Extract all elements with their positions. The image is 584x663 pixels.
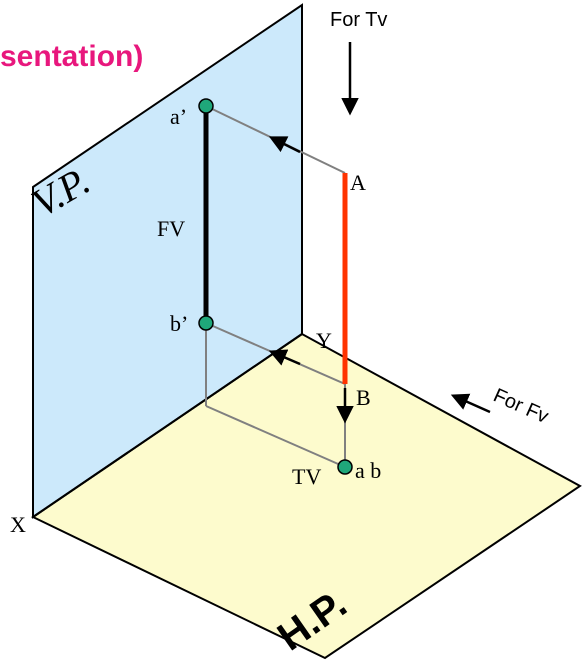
projector-to-top: [205, 405, 346, 468]
arrow-b-front: [268, 349, 301, 366]
label-top-view: TV: [292, 464, 321, 489]
label-front-view: FV: [157, 216, 185, 241]
x-axis-label: X: [10, 512, 26, 537]
label-b-front: b’: [170, 311, 188, 336]
y-axis-label: Y: [316, 328, 332, 353]
label-for-fv: For Fv: [490, 384, 552, 428]
label-a-front: a’: [170, 104, 187, 129]
label-ab-top: a b: [355, 458, 381, 483]
label-b-space: B: [356, 385, 371, 410]
label-for-tv: For Tv: [330, 9, 387, 31]
title-fragment: sentation): [0, 40, 143, 73]
arrow-a-front: [268, 136, 301, 154]
xy-line: [32, 333, 303, 518]
label-a-space: A: [350, 170, 366, 195]
point-a-front: [198, 98, 214, 114]
point-ab-top: [337, 459, 353, 475]
arrow-for-fv: [450, 393, 491, 414]
point-b-front: [198, 315, 214, 331]
